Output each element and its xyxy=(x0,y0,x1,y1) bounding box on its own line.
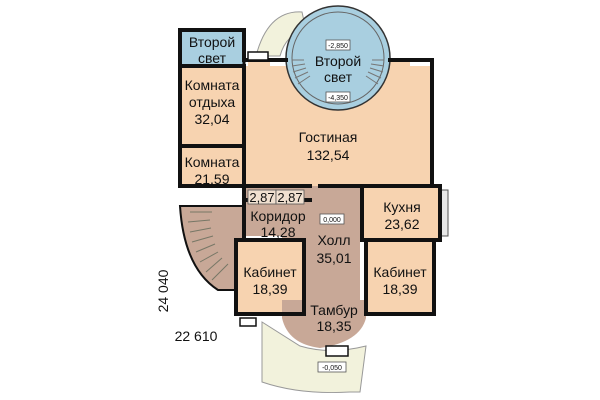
label-komnata-otdykha-1: Комната xyxy=(185,77,240,93)
label-vtoroy-svet-round-1: Второй xyxy=(315,53,361,69)
label-kabinet-left: Кабинет xyxy=(243,264,297,280)
small-dim-2: 2,87 xyxy=(277,190,302,205)
level-mark-middle-box xyxy=(325,91,351,103)
label-kholl-area: 35,01 xyxy=(316,250,351,266)
room-komnata-otdykha xyxy=(180,66,244,146)
label-gostinaya-area: 132,54 xyxy=(307,147,350,163)
level-mark-hall: 0,000 xyxy=(323,217,341,224)
label-kabinet-right-area: 18,39 xyxy=(382,281,417,297)
label-komnata-otdykha-2: отдыха xyxy=(189,94,236,110)
label-kholl: Холл xyxy=(318,232,351,248)
label-komnata: Комната xyxy=(185,154,240,170)
level-mark-middle: -4,350 xyxy=(328,95,348,102)
level-mark-entrance-box xyxy=(317,361,347,373)
room-komnata xyxy=(180,146,244,186)
label-kukhnya: Кухня xyxy=(383,199,420,215)
level-mark-top-box xyxy=(325,39,351,51)
overall-dim-depth: 24 040 xyxy=(155,269,171,312)
small-dim-box-2 xyxy=(275,189,305,205)
room-kukhnya xyxy=(362,188,440,240)
small-dim-1: 2,87 xyxy=(249,190,274,205)
label-kukhnya-area: 23,62 xyxy=(384,216,419,232)
label-tambur-area: 18,35 xyxy=(316,318,351,334)
walls xyxy=(178,28,442,316)
label-kabinet-left-area: 18,39 xyxy=(252,281,287,297)
label-tambur: Тамбур xyxy=(310,302,358,318)
door-markers xyxy=(239,51,349,357)
label-gostinaya: Гостиная xyxy=(299,129,358,145)
level-mark-hall-box xyxy=(319,213,345,225)
stairs-curved-steps xyxy=(187,211,229,281)
terrace-bottom xyxy=(261,321,367,394)
label-koridor-area: 14,28 xyxy=(260,224,295,240)
level-mark-top: -2,850 xyxy=(328,43,348,50)
label-koridor: Коридор xyxy=(250,208,306,224)
stair-curved-left xyxy=(178,205,245,291)
label-komnata-otdykha-area: 32,04 xyxy=(194,111,229,127)
stair-ring xyxy=(291,11,385,105)
label-komnata-area: 21,59 xyxy=(194,171,229,187)
stairs-round xyxy=(291,59,385,85)
label-vtoroy-svet-round-2: свет xyxy=(324,69,353,85)
label-kabinet-right: Кабинет xyxy=(373,264,427,280)
label-vtoroy-svet-left-1: Второй xyxy=(189,34,235,50)
overall-dim-width: 22 610 xyxy=(175,328,218,344)
label-vtoroy-svet-left-2: свет xyxy=(198,50,227,66)
room-kabinet-right xyxy=(366,240,434,314)
level-mark-entrance: -0,050 xyxy=(322,365,342,372)
